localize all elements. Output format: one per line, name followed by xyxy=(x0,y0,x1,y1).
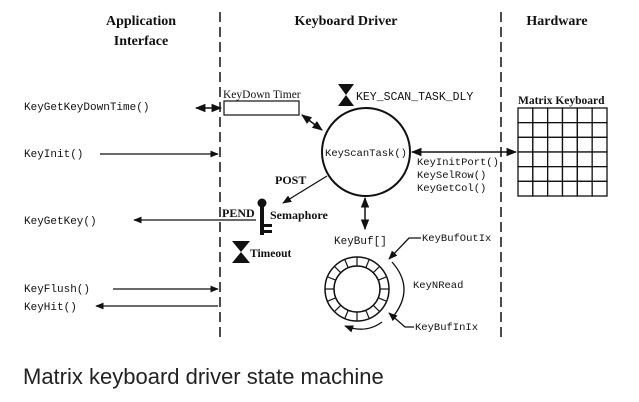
matrix-key-cell xyxy=(547,166,564,182)
matrix-key-cell xyxy=(532,122,549,138)
key-buf-ring-buffer xyxy=(324,256,390,322)
ring-buffer-slot-divider xyxy=(344,259,349,268)
column-header-interface: Interface xyxy=(114,34,168,49)
keydown-timer-label: KeyDown Timer xyxy=(223,89,301,101)
matrix-key-cell xyxy=(547,180,564,197)
matrix-key-cell xyxy=(517,180,534,197)
matrix-key-cell xyxy=(591,151,608,168)
matrix-key-cell xyxy=(576,180,593,197)
api-key-init: KeyInit() xyxy=(24,149,83,161)
matrix-key-cell xyxy=(576,151,593,168)
matrix-key-cell xyxy=(561,107,578,124)
semaphore-label: Semaphore xyxy=(270,208,328,222)
matrix-key-cell xyxy=(532,136,549,153)
matrix-keyboard-grid xyxy=(517,107,608,197)
matrix-key-cell xyxy=(561,180,578,197)
matrix-key-cell xyxy=(591,166,608,182)
matrix-key-cell xyxy=(547,107,564,124)
pend-label: PEND xyxy=(222,206,255,220)
ring-buffer-slot-divider xyxy=(365,259,370,268)
matrix-key-cell xyxy=(517,122,534,138)
matrix-key-cell xyxy=(591,136,608,153)
matrix-key-cell xyxy=(591,180,608,197)
ring-buffer-slot-divider xyxy=(378,276,387,281)
matrix-key-cell xyxy=(576,166,593,182)
key-buf-in-ix-label: KeyBufInIx xyxy=(415,322,478,334)
key-n-read-label: KeyNRead xyxy=(413,280,463,292)
keyboard-driver-diagram: Application Interface Keyboard Driver Ha… xyxy=(24,12,608,340)
ring-buffer-slot-divider xyxy=(327,297,336,302)
ring-buffer-slot-divider xyxy=(327,276,336,281)
semaphore-key-icon xyxy=(257,198,272,235)
matrix-key-cell xyxy=(517,136,534,153)
api-key-get-key: KeyGetKey() xyxy=(24,216,97,228)
ring-buffer-slot-divider xyxy=(333,265,342,274)
matrix-key-cell xyxy=(561,151,578,168)
api-key-get-key-down-time: KeyGetKeyDownTime() xyxy=(24,102,149,114)
scan-delay-label: KEY_SCAN_TASK_DLY xyxy=(356,91,473,104)
matrix-keyboard-label: Matrix Keyboard xyxy=(518,95,605,107)
matrix-key-cell xyxy=(576,122,593,138)
key-scan-task-label: KeyScanTask() xyxy=(325,148,407,160)
matrix-key-cell xyxy=(561,166,578,182)
key-n-read-arc xyxy=(391,261,405,319)
matrix-key-cell xyxy=(547,122,564,138)
matrix-key-cell xyxy=(532,166,549,182)
arrow-key-buf-out-ix xyxy=(388,237,421,260)
ring-buffer-slot-divider xyxy=(378,297,387,302)
matrix-key-cell xyxy=(547,151,564,168)
matrix-key-cell xyxy=(517,107,534,124)
matrix-key-cell xyxy=(576,107,593,124)
keydown-timer-box xyxy=(223,100,300,116)
matrix-key-cell xyxy=(591,122,608,138)
matrix-key-cell xyxy=(532,180,549,197)
matrix-key-cell xyxy=(561,122,578,138)
arrow-timer-scan-task xyxy=(301,114,323,131)
column-header-application: Application xyxy=(106,14,176,29)
figure-caption: Matrix keyboard driver state machine xyxy=(23,364,384,389)
ring-buffer-slot-divider xyxy=(372,265,381,274)
arrow-key-buf-in-ix xyxy=(388,312,414,328)
ring-buffer-slot-divider xyxy=(333,304,342,313)
key-buf-out-ix-label: KeyBufOutIx xyxy=(422,233,491,245)
ring-rotation-arrow xyxy=(344,321,383,333)
api-key-flush: KeyFlush() xyxy=(24,284,90,296)
key-scan-task-node xyxy=(321,107,411,197)
matrix-key-cell xyxy=(532,107,549,124)
matrix-key-cell xyxy=(517,151,534,168)
ring-buffer-slot-divider xyxy=(344,310,349,319)
matrix-key-cell xyxy=(576,136,593,153)
matrix-key-cell xyxy=(561,136,578,153)
column-header-keyboard-driver: Keyboard Driver xyxy=(294,14,397,29)
key-buf-label: KeyBuf[] xyxy=(334,236,387,248)
timeout-label: Timeout xyxy=(250,248,291,260)
ring-buffer-slot-divider xyxy=(372,304,381,313)
matrix-key-cell xyxy=(547,136,564,153)
timeout-hourglass-icon xyxy=(232,241,250,263)
ring-buffer-slot-divider xyxy=(365,310,370,319)
port-function-sel-row: KeySelRow() xyxy=(417,170,486,182)
column-header-hardware: Hardware xyxy=(526,14,587,29)
matrix-key-cell xyxy=(517,166,534,182)
port-function-get-col: KeyGetCol() xyxy=(417,183,486,195)
matrix-key-cell xyxy=(591,107,608,124)
matrix-key-cell xyxy=(532,151,549,168)
port-function-init-port: KeyInitPort() xyxy=(417,157,499,169)
api-key-hit: KeyHit() xyxy=(24,302,77,314)
arrow-post xyxy=(282,175,328,204)
post-label: POST xyxy=(275,173,306,187)
scan-delay-hourglass-icon xyxy=(338,84,354,106)
